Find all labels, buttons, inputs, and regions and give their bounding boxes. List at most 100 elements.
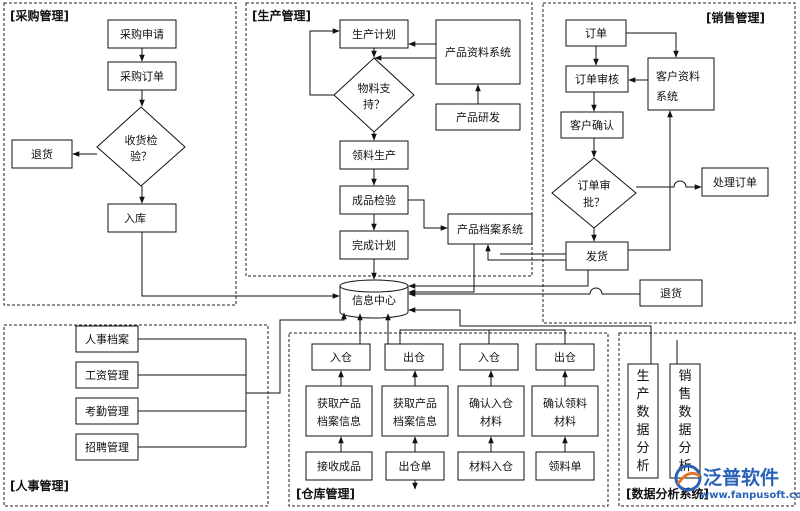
sales-confirm-box: [560, 111, 624, 139]
sales-analysis-char-2: 数: [678, 405, 691, 420]
warehouse-col-3-mid-2: 材料: [554, 414, 576, 428]
sales-analysis-char-3: 据: [678, 423, 691, 438]
production-material-label-1: 物料支: [358, 81, 391, 95]
warehouse-col-2: [457, 343, 525, 481]
sales-order-label: 订单: [585, 27, 607, 40]
warehouse-col-1: [381, 343, 449, 481]
sales-process-label: 处理订单: [713, 176, 757, 189]
hr-item-label-2: 考勤管理: [85, 404, 129, 418]
arrow-material-loop-plan: [309, 28, 340, 96]
sales-review-label: 订单审核: [575, 72, 619, 86]
production-analysis-char-5: 析: [636, 459, 649, 474]
production-pick-label: 领料生产: [352, 148, 396, 162]
product-info-system-label: 产品资料系统: [445, 45, 511, 59]
warehouse-section-title: [仓库管理]: [296, 486, 355, 501]
sales-return-box: [639, 279, 703, 307]
warehouse-col-0: [305, 343, 373, 481]
purchase-return-label: 退货: [31, 147, 53, 161]
warehouse-to-info-connectors: [357, 313, 566, 344]
purchase-inspect-label-1: 收货检: [125, 133, 158, 147]
production-plan-label: 生产计划: [352, 27, 396, 41]
warehouse-col-3-bottom: 领料单: [549, 459, 582, 473]
purchase-section-title: [采购管理]: [10, 8, 69, 23]
warehouse-col-2-top: 入仓: [478, 350, 500, 364]
warehouse-col-0-bottom: 接收成品: [317, 459, 361, 473]
sales-order-box: [565, 19, 627, 47]
purchase-apply-box: [107, 19, 177, 49]
arrow-qc-archive: [408, 199, 448, 231]
analysis-connectors: [408, 307, 678, 364]
purchase-instock-box: [107, 203, 177, 233]
arrow-order-customer: [626, 32, 679, 58]
warehouse-col-1-mid-2: 档案信息: [393, 414, 437, 428]
production-done-label: 完成计划: [352, 238, 396, 252]
hr-item-label-0: 人事档案: [85, 332, 129, 346]
sales-analysis-char-1: 售: [678, 386, 691, 402]
arrow-ship-archive: [485, 244, 566, 261]
logo-globe-icon: [674, 464, 702, 492]
warehouse-col-1-mid-1: 获取产品: [393, 396, 437, 410]
purchase-instock-label: 入库: [124, 212, 146, 225]
analysis-section-frame: [618, 332, 796, 507]
production-analysis-char-3: 据: [636, 423, 649, 438]
warehouse-section-frame: [288, 332, 609, 507]
purchase-order-label: 采购订单: [120, 69, 164, 83]
hr-item-box-0: [75, 325, 139, 353]
purchase-section-frame: [3, 2, 237, 306]
sales-review-box: [565, 65, 629, 93]
customer-info-system-label-1: 客户资料: [656, 69, 700, 83]
warehouse-col-0-mid-2: 档案信息: [317, 414, 361, 428]
sales-approve-decision: [551, 157, 637, 229]
hr-section-title: [人事管理]: [10, 478, 69, 493]
warehouse-col-3: [531, 343, 599, 481]
product-info-system-box: [435, 19, 521, 85]
production-pick-box: [339, 140, 409, 170]
arrow-ship-customer: [628, 110, 673, 251]
product-archive-system-label: 产品档案系统: [457, 222, 523, 236]
purchase-order-box: [107, 61, 177, 91]
production-material-label-2: 持？: [363, 97, 385, 111]
sales-analysis-char-4: 分: [678, 441, 691, 456]
production-qc-box: [339, 185, 409, 215]
hr-item-label-1: 工资管理: [85, 368, 129, 382]
sales-process-box: [701, 167, 769, 197]
purchase-inspect-decision: [96, 106, 186, 187]
sales-approve-label-2: 批？: [583, 195, 605, 209]
warehouse-col-0-top: 入仓: [330, 350, 352, 364]
hr-section-frame: [3, 324, 269, 507]
sales-approve-label-1: 订单审: [578, 178, 611, 192]
warehouse-col-1-top: 出仓: [403, 350, 425, 364]
logo-name: 泛普软件: [703, 466, 779, 489]
logo-url: www.fanpusoft.com: [700, 490, 800, 501]
warehouse-col-2-mid-1: 确认入仓: [469, 396, 513, 410]
sales-ship-label: 发货: [586, 249, 608, 263]
sales-section-frame: [542, 2, 796, 324]
arrow-ship-info: [408, 270, 589, 289]
purchase-apply-label: 采购申请: [120, 27, 164, 41]
production-analysis-char-4: 分: [636, 441, 649, 456]
arrow-archive-info: [408, 244, 475, 295]
warehouse-col-3-top: 出仓: [554, 350, 576, 364]
purchase-inspect-label-2: 验？: [130, 149, 152, 163]
warehouse-col-0-mid-1: 获取产品: [317, 396, 361, 410]
warehouse-arrows: [338, 370, 568, 490]
product-archive-system-box: [447, 213, 533, 245]
warehouse-col-2-mid-2: 材料: [480, 414, 502, 428]
hr-item-box-1: [75, 361, 139, 389]
hr-item-box-3: [75, 433, 139, 461]
sales-analysis-char-0: 销: [678, 369, 691, 384]
arrow-approve-process: [636, 180, 702, 190]
warehouse-col-1-bottom: 出仓单: [399, 459, 432, 473]
production-analysis-char-0: 生: [636, 369, 649, 384]
arrow-hr-info: [246, 312, 347, 394]
customer-info-system-box: [647, 57, 715, 111]
info-center-database: [339, 279, 409, 319]
production-section-frame: [245, 2, 533, 277]
hr-item-label-3: 招聘管理: [85, 440, 129, 454]
fanpu-logo: 泛普软件 www.fanpusoft.com: [674, 464, 800, 501]
sales-analysis-box: [669, 363, 701, 479]
product-rnd-label: 产品研发: [456, 110, 500, 124]
info-center-label: 信息中心: [352, 293, 396, 307]
warehouse-col-3-mid-1: 确认领料: [543, 396, 587, 410]
